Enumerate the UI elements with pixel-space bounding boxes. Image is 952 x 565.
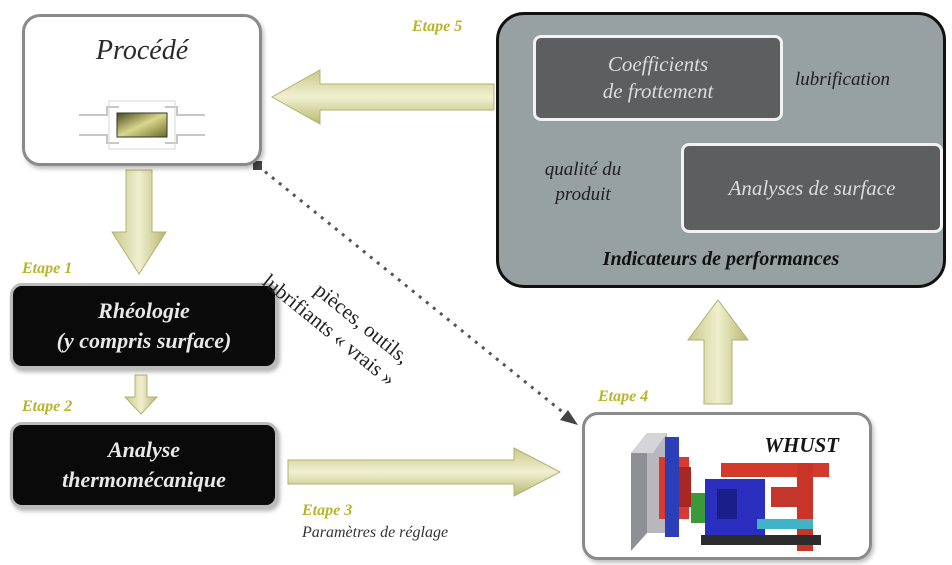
dotted-arrow-procede-to-whust (257, 164, 571, 420)
indicateurs-title: Indicateurs de performances (602, 248, 840, 270)
dotted-arrow-head (560, 410, 578, 425)
rheologie-line1: Rhéologie (98, 298, 190, 323)
dotted-arrow-start (253, 161, 262, 170)
etape-2-label: Etape 2 (22, 398, 73, 415)
etape-4-label: Etape 4 (598, 388, 649, 405)
procede-illustration (79, 100, 205, 150)
coefficients-line2: de frottement (602, 79, 714, 103)
arrow-indicateurs-to-procede (270, 69, 495, 125)
coefficients-line1: Coefficients (607, 52, 709, 76)
arrow-whust-to-indicateurs (687, 299, 749, 405)
analyse-line2: thermomécanique (62, 467, 226, 492)
qualite-line2: produit (555, 184, 611, 205)
whust-box: WHUST (582, 412, 872, 560)
arrow-rheologie-to-analyse (123, 374, 159, 415)
indicateurs-box: Coefficients de frottement lubrification… (496, 12, 946, 288)
whust-title: WHUST (764, 433, 839, 457)
coefficients-box: Coefficients de frottement (533, 35, 783, 121)
analyse-line1: Analyse (107, 437, 181, 462)
analyses-surface-label: Analyses de surface (728, 175, 896, 200)
etape-1-label: Etape 1 (22, 260, 73, 277)
procede-box: Procédé (22, 14, 262, 166)
etape-5-label: Etape 5 (412, 18, 463, 35)
procede-title: Procédé (95, 35, 189, 66)
rheologie-line2: (y compris surface) (56, 328, 232, 353)
qualite-line1: qualité du (544, 159, 622, 180)
lubrification-label: lubrification (795, 69, 890, 90)
analyses-surface-box: Analyses de surface (681, 143, 943, 233)
analyse-box: Analyse thermomécanique (10, 422, 278, 508)
arrow-analyse-to-whust (287, 447, 562, 497)
etape-3-label: Etape 3 (302, 502, 353, 519)
whust-machine-illustration (631, 433, 829, 551)
qualite-label: qualité du produit (513, 157, 653, 207)
parametres-label: Paramètres de réglage (302, 524, 449, 541)
rheologie-box: Rhéologie (y compris surface) (10, 283, 278, 369)
arrow-procede-to-rheologie (111, 169, 167, 275)
